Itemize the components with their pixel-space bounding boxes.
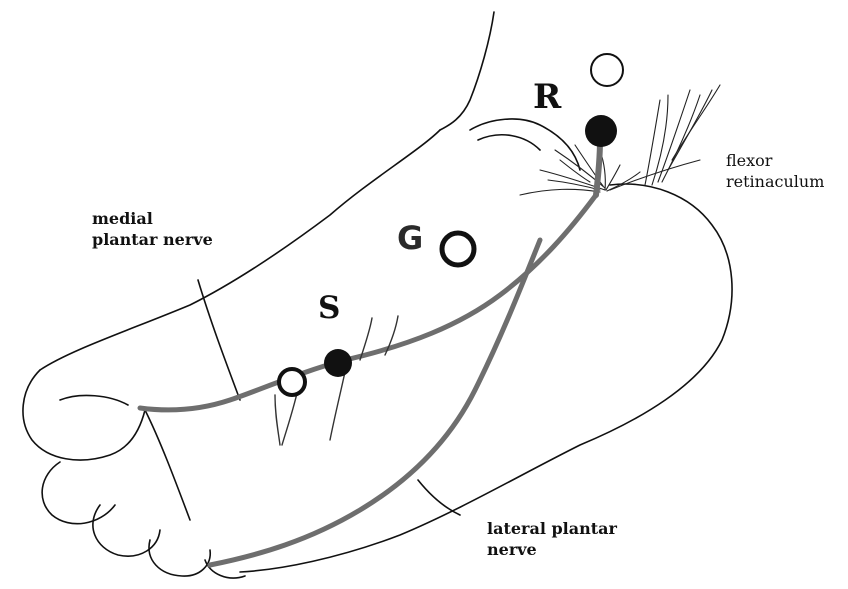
toe-4 [149, 540, 210, 576]
metatarsal-line [198, 280, 240, 400]
marker-g-label: G [397, 222, 423, 254]
malleolus-inner [478, 135, 540, 150]
marker-s-label: S [318, 293, 340, 324]
lateral-plantar-nerve-label: lateral plantar nerve [487, 518, 617, 560]
flexor-retinaculum-label: flexor retinaculum [726, 150, 824, 192]
nerve-branch-5 [275, 395, 280, 445]
medial-label-line1: medial [92, 208, 213, 229]
lateral-label-line2: nerve [487, 539, 617, 560]
toe-3 [93, 505, 160, 556]
open-circle-distal [279, 369, 305, 395]
medial-label-line2: plantar nerve [92, 229, 213, 250]
medial-plantar-nerve-label: medial plantar nerve [92, 208, 213, 250]
ankle-anterior-line [40, 130, 440, 370]
open-circle-top [591, 54, 623, 86]
ground-electrode-circle [442, 233, 474, 265]
recording-electrode-dot [585, 115, 617, 147]
toe-1-nail [60, 395, 128, 405]
lateral-label-line1: lateral plantar [487, 518, 617, 539]
toe-2 [42, 462, 115, 524]
marker-r-label: R [533, 80, 561, 114]
foot-outline [23, 12, 732, 578]
tibial-nerve-trunk [596, 140, 600, 195]
lateral-plantar-nerve-path [210, 240, 540, 565]
flexor-label-line1: flexor [726, 150, 824, 171]
toe-1 [23, 370, 145, 460]
sole-line [145, 410, 190, 520]
heel-outline [240, 184, 732, 572]
stimulation-electrode-dot [324, 349, 352, 377]
nerves [140, 140, 600, 565]
nerve-branch-3 [330, 372, 345, 440]
ankle-posterior-line [440, 12, 494, 130]
flexor-label-line2: retinaculum [726, 171, 824, 192]
